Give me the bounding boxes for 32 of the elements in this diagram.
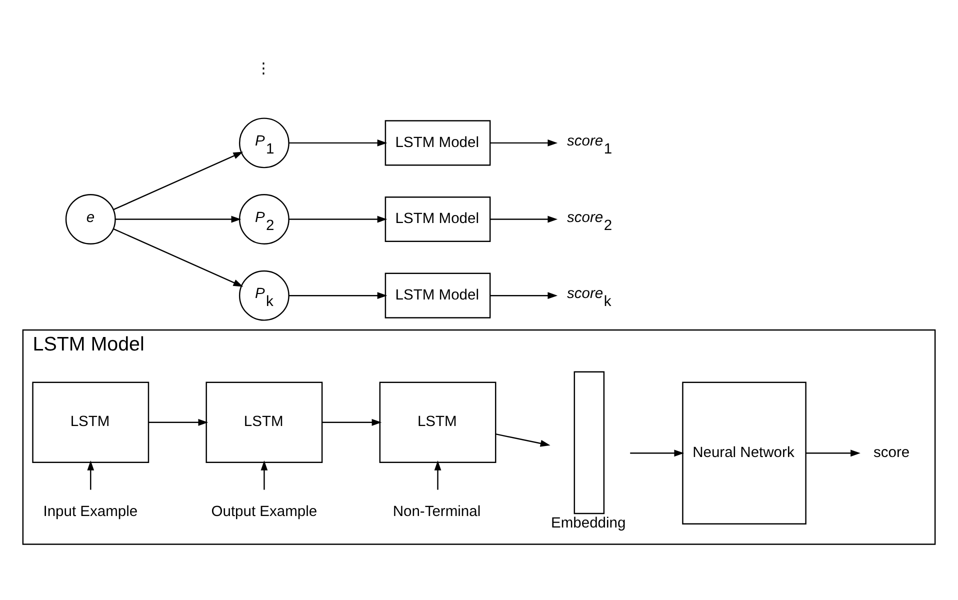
node-box: LSTM Model [384, 196, 491, 242]
arrow [148, 418, 208, 426]
node-box [574, 370, 605, 514]
arrow [490, 215, 558, 222]
arrow [288, 138, 388, 146]
arrow [260, 460, 268, 490]
arrow [322, 418, 382, 426]
node-box: LSTM [32, 381, 150, 462]
label: ⋮ [256, 60, 272, 76]
node-text: Non-Terminal [392, 504, 481, 520]
arrow [490, 292, 558, 299]
node-label: Embedding [551, 515, 626, 532]
arrow [87, 460, 94, 490]
arrow [630, 449, 684, 456]
arrow [113, 151, 244, 210]
arrow [115, 215, 242, 222]
node-box: LSTM [379, 381, 496, 462]
node-box: LSTM [206, 381, 323, 462]
node-circle: e [65, 194, 116, 244]
node-text: Input Example [43, 504, 138, 520]
arrow [288, 215, 388, 222]
arrow [496, 432, 550, 446]
node-text: score [874, 444, 910, 460]
arrow [806, 449, 860, 456]
node-box: Neural Network [682, 381, 806, 524]
arrow [434, 460, 442, 490]
arrow [288, 292, 388, 299]
arrow [490, 138, 558, 146]
node-text: Output Example [211, 504, 318, 520]
arrow [113, 228, 244, 286]
node-box: LSTM Model [384, 120, 491, 166]
node-box: LSTM Model [384, 272, 491, 318]
